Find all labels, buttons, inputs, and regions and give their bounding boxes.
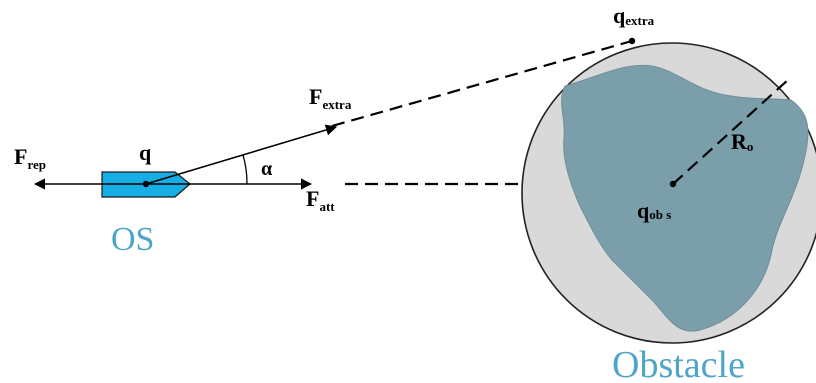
r-o-main: R xyxy=(731,129,748,154)
alpha-arc xyxy=(242,154,248,185)
q-obs-label: qob s xyxy=(637,198,671,223)
obstacle-caption: Obstacle xyxy=(612,344,745,383)
f-extra-arrow xyxy=(145,124,338,185)
q-obs-sub: ob s xyxy=(649,207,671,222)
f-rep-main: F xyxy=(14,144,27,169)
r-o-label: Ro xyxy=(731,129,753,154)
radius-dashed-line xyxy=(672,78,790,185)
q-obs-point xyxy=(669,180,677,188)
q-extra-sub: extra xyxy=(625,13,654,28)
os-caption: OS xyxy=(111,221,154,258)
f-rep-sub: rep xyxy=(27,157,46,172)
q-extra-main: q xyxy=(613,3,626,28)
r-o-sub: o xyxy=(747,139,754,154)
extra-dashed-line xyxy=(331,39,633,128)
q-label: q xyxy=(139,140,152,165)
f-rep-label: Frep xyxy=(14,144,46,172)
q-extra-point xyxy=(628,37,636,45)
q-point xyxy=(142,180,150,188)
f-extra-main: F xyxy=(309,84,322,109)
f-extra-label: Fextra xyxy=(309,84,352,112)
alpha-label: α xyxy=(261,158,272,180)
q-extra-label: qextra xyxy=(613,3,655,28)
f-extra-sub: extra xyxy=(322,97,351,112)
f-att-main: F xyxy=(306,186,319,211)
q-obs-main: q xyxy=(637,198,650,223)
obstacle-shape xyxy=(561,64,809,332)
f-att-sub: att xyxy=(319,199,335,214)
f-att-label: Fatt xyxy=(306,186,335,214)
